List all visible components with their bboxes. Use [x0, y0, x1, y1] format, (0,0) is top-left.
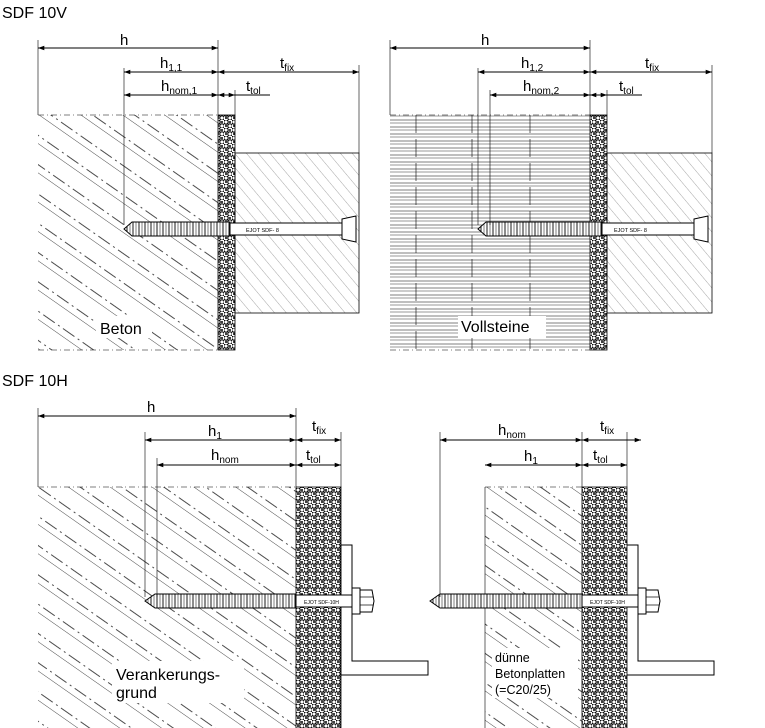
dim-h-label: h	[120, 32, 128, 49]
dim-h12-label: h1,2	[521, 55, 544, 74]
dim-h11-label: h1,1	[160, 55, 183, 74]
dim-ttol-label: ttol	[593, 447, 608, 466]
dim-hnom1-label: hnom,1	[161, 78, 198, 97]
anchor-dowel: EJOT SDF- 8	[477, 215, 709, 243]
anchor-dowel: EJOT SDF-10H	[144, 587, 375, 615]
dim-h-label: h	[481, 32, 489, 49]
dim-hnom2-label: hnom,2	[523, 78, 560, 97]
dim-ttol-label: ttol	[306, 447, 321, 466]
anchor-dowel: EJOT SDF-10H	[429, 587, 661, 615]
dim-tfix-label: tfix	[645, 55, 659, 74]
material-label: Vollsteine	[461, 319, 530, 336]
dim-h-label: h	[147, 399, 155, 416]
material-label-line2: grund	[116, 685, 157, 702]
mounting-bracket	[341, 544, 429, 676]
dim-hnom-label: hnom	[211, 447, 239, 466]
dim-ttol-label: ttol	[246, 78, 261, 97]
dim-tfix-label: tfix	[600, 418, 614, 437]
section-title-sdf10v: SDF 10V	[2, 5, 67, 22]
panel-sdf10h-thin-concrete: EJOT SDF-10H dünne Betonplatten (=C20/25…	[429, 418, 715, 728]
dowel-marking: EJOT SDF-10H	[304, 600, 339, 606]
anchor-dowel: EJOT SDF- 8	[123, 215, 357, 243]
dowel-marking: EJOT SDF- 8	[614, 228, 647, 234]
material-label-line3: (=C20/25)	[495, 683, 551, 697]
dim-tfix-label: tfix	[280, 55, 294, 74]
dim-h1-label: h1	[524, 448, 538, 467]
mounting-bracket	[627, 544, 715, 676]
material-label-line1: dünne	[495, 651, 530, 665]
material-label-line2: Betonplatten	[495, 667, 565, 681]
material-label: Beton	[100, 321, 142, 338]
panel-sdf10v-solid-brick: EJOT SDF- 8 Vollsteine h h1,2 hnom,2 tfi…	[389, 32, 713, 351]
material-label-line1: Verankerungs-	[116, 667, 220, 684]
section-title-sdf10h: SDF 10H	[2, 373, 68, 390]
dowel-marking: EJOT SDF-10H	[590, 600, 625, 606]
panel-sdf10v-concrete: EJOT SDF- 8 Beton h h1,1 hnom,1 tfix tto…	[37, 32, 360, 351]
dim-tfix-label: tfix	[312, 418, 326, 437]
dim-ttol-label: ttol	[619, 78, 634, 97]
dowel-marking: EJOT SDF- 8	[246, 228, 279, 234]
dim-h1-label: h1	[208, 423, 222, 442]
dim-hnom-label: hnom	[498, 422, 526, 441]
panel-sdf10h-anchor-base: EJOT SDF-10H Verankerungs- grund h h1 hn…	[37, 399, 429, 728]
